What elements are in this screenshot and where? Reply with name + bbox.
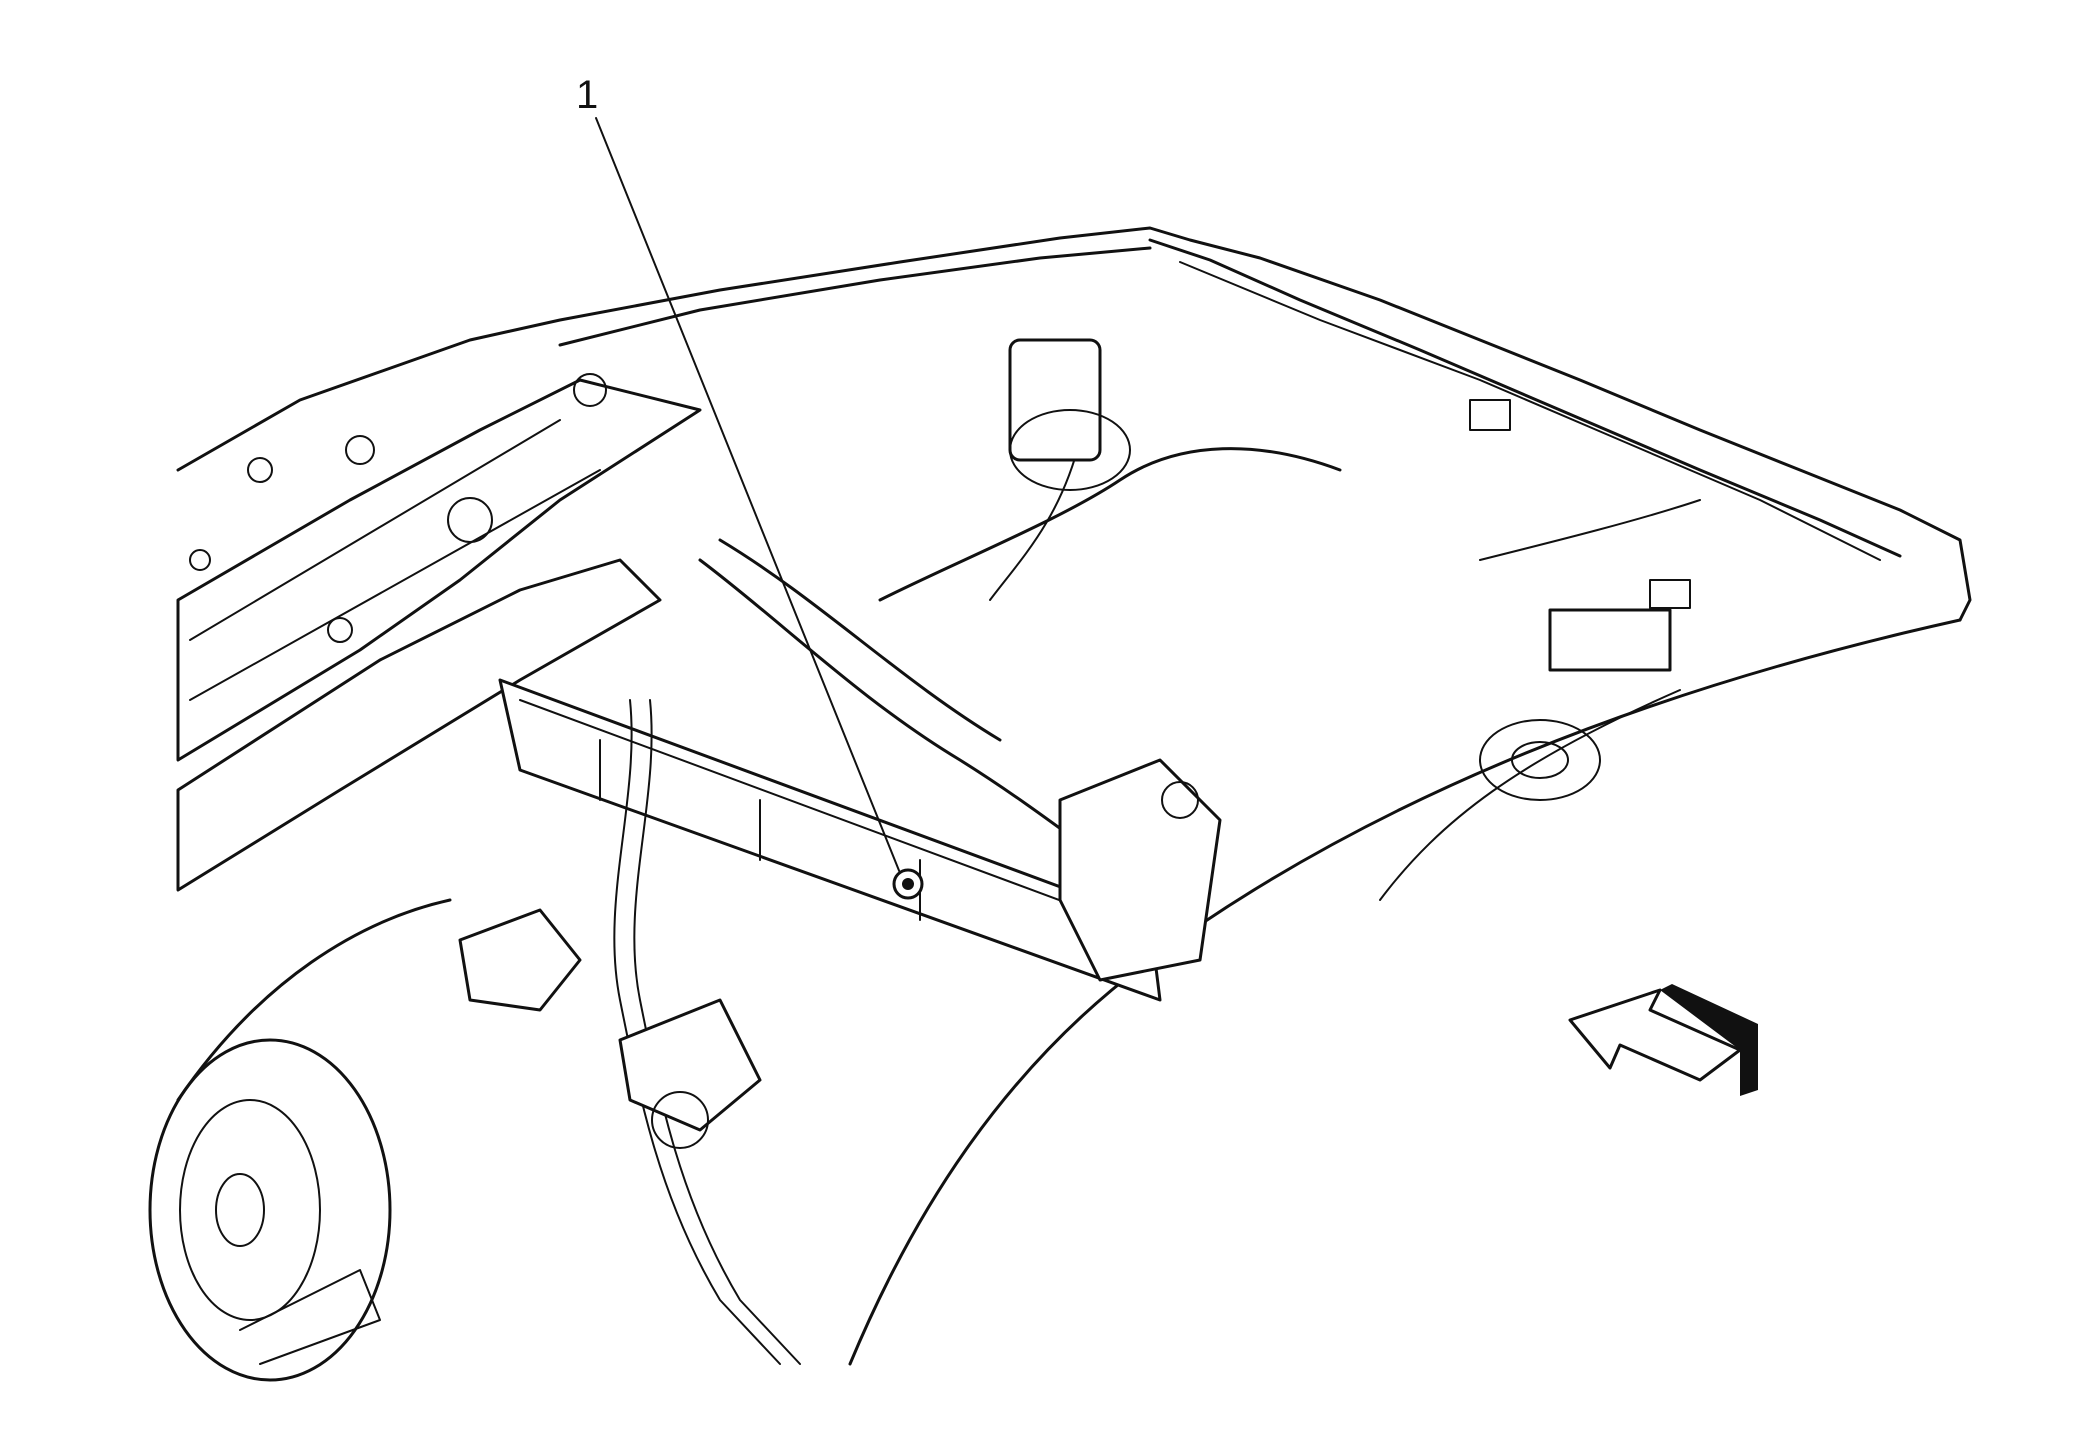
strut-tower-and-components [1008,338,1691,982]
radiator-support-assembly [176,373,702,892]
callout-1: 1 [576,73,924,900]
view-direction-arrow-icon [1568,984,1758,1096]
lower-left-wheel-pulley [148,898,452,1382]
callout-number: 1 [576,73,598,117]
callout-leader-line [595,117,903,879]
cross-member [498,678,1162,1002]
lower-engine-detail [239,908,762,1365]
vehicle-body-outline [176,226,1972,622]
wheel-well-arc [848,618,1962,1366]
